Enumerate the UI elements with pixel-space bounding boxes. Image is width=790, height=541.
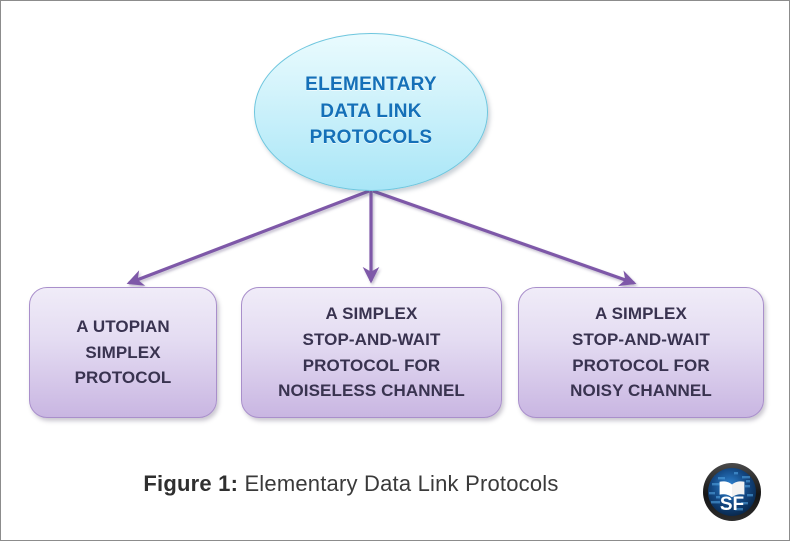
node-simplex-stop-and-wait-noisy-channel: A SIMPLEX STOP-AND-WAIT PROTOCOL FOR NOI… [518,287,764,418]
root-node-label: ELEMENTARY DATA LINK PROTOCOLS [305,73,437,149]
figure-caption: Figure 1: Elementary Data Link Protocols [1,471,701,497]
logo-monogram: SF [720,494,744,515]
node-utopian-simplex-protocol: A UTOPIAN SIMPLEX PROTOCOL [29,287,217,418]
node-label: A UTOPIAN SIMPLEX PROTOCOL [74,316,172,388]
node-label: A SIMPLEX STOP-AND-WAIT PROTOCOL FOR NOI… [278,303,465,401]
node-simplex-stop-and-wait-noiseless-channel: A SIMPLEX STOP-AND-WAIT PROTOCOL FOR NOI… [241,287,502,418]
connector-arrow-right [372,189,637,287]
sf-book-logo: SF [703,463,761,521]
connector-arrow-left [126,189,370,286]
figure-caption-text: Elementary Data Link Protocols [244,471,559,496]
figure-caption-label: Figure 1: [143,471,239,496]
node-label: A SIMPLEX STOP-AND-WAIT PROTOCOL FOR NOI… [570,303,712,401]
root-node-elementary-data-link-protocols: ELEMENTARY DATA LINK PROTOCOLS [254,33,488,191]
